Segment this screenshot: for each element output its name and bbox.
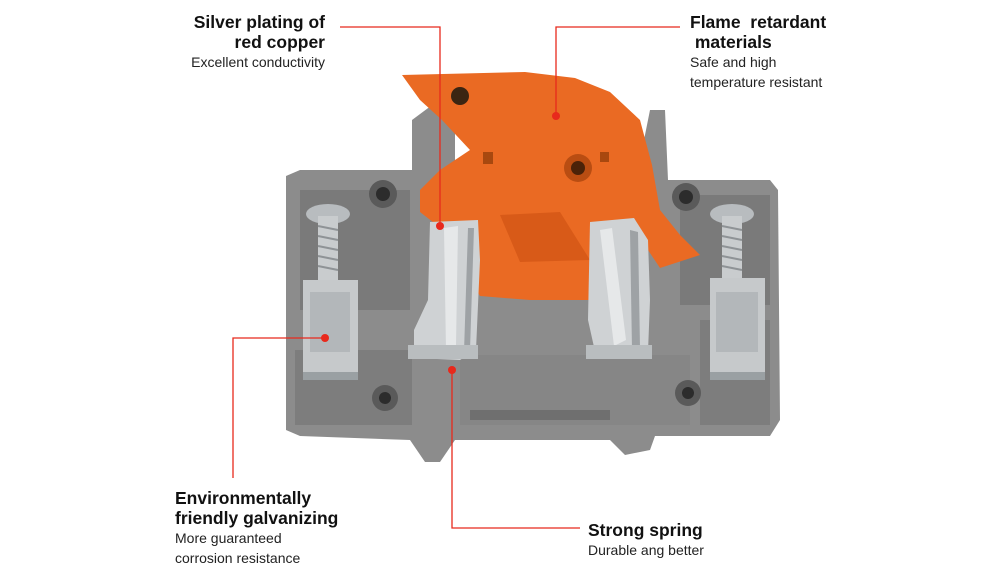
left-spring-contact [408, 220, 480, 360]
leader-lines [232, 26, 680, 529]
callout-title: Strong spring [588, 520, 703, 540]
callout-flame-retardant: Flame retardant materials Safe and high … [690, 12, 890, 92]
callout-description: corrosion resistance [175, 550, 301, 566]
right-screw-clamp [710, 204, 765, 380]
callout-title: friendly galvanizing [175, 508, 339, 528]
callout-title: materials [690, 32, 772, 52]
leader-dots [321, 112, 560, 374]
callout-galvanizing: Environmentally friendly galvanizing Mor… [175, 488, 375, 568]
callout-title: Flame retardant [690, 12, 827, 32]
callout-title: Silver plating of [193, 12, 325, 32]
callout-strong-spring: Strong spring Durable ang better [588, 520, 788, 560]
callout-description: Safe and high [690, 54, 777, 70]
callout-title: Environmentally [175, 488, 312, 508]
left-screw-clamp [303, 204, 358, 380]
right-spring-contact [586, 218, 652, 359]
callout-description: Durable ang better [588, 542, 704, 558]
callout-description: Excellent conductivity [191, 54, 325, 70]
callout-description: More guaranteed [175, 530, 282, 546]
callout-description: temperature resistant [690, 74, 823, 90]
callout-title: red copper [234, 32, 325, 52]
callout-silver-plating: Silver plating of red copper Excellent c… [160, 12, 325, 72]
